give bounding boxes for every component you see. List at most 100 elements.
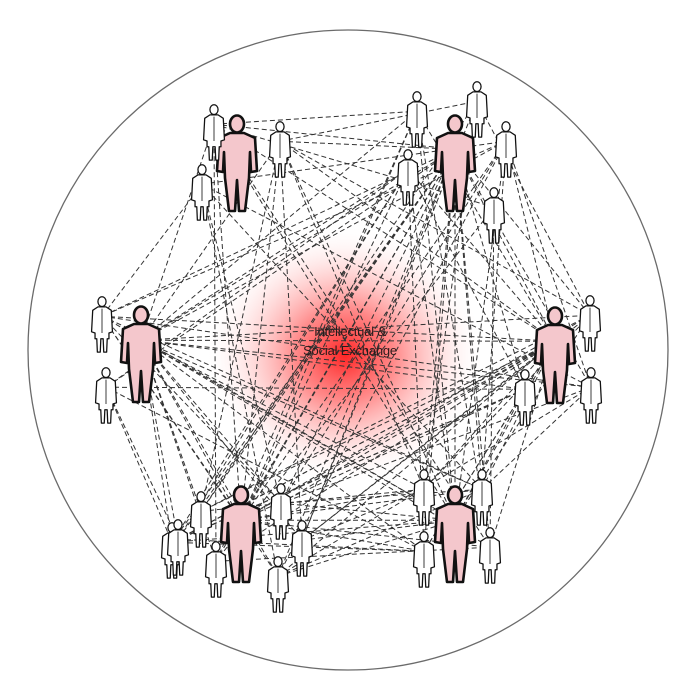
dashed-link xyxy=(277,149,456,577)
dashed-link xyxy=(140,339,282,504)
dashed-link xyxy=(140,339,425,490)
dashed-link xyxy=(301,149,456,541)
dashed-link xyxy=(476,101,591,316)
dashed-link xyxy=(140,340,242,521)
dashed-link xyxy=(416,111,456,521)
dashed-link xyxy=(140,148,456,341)
dashed-link xyxy=(301,519,456,541)
dashed-link xyxy=(140,339,483,490)
dashed-link xyxy=(105,387,179,540)
person-member-figure xyxy=(494,121,518,178)
dashed-link xyxy=(105,168,409,388)
person-member-figure xyxy=(482,187,506,244)
dashed-link xyxy=(454,149,556,342)
dashed-link xyxy=(171,148,456,543)
dashed-link xyxy=(279,141,303,541)
dashed-link xyxy=(215,340,556,562)
dashed-link xyxy=(213,123,556,342)
dashed-link xyxy=(140,339,592,388)
dashed-link xyxy=(101,315,592,388)
dashed-link xyxy=(140,340,202,512)
dashed-link xyxy=(105,148,456,388)
dashed-link xyxy=(481,141,507,490)
person-member-figure xyxy=(579,367,603,424)
dashed-link xyxy=(105,386,526,390)
dashed-link xyxy=(171,168,409,543)
person-lead-figure xyxy=(533,306,577,405)
dashed-link xyxy=(177,168,409,540)
dashed-link xyxy=(240,314,591,521)
dashed-link xyxy=(140,168,409,341)
person-member-figure xyxy=(266,556,290,613)
person-member-figure xyxy=(578,295,602,352)
person-lead-figure xyxy=(433,114,477,213)
dashed-link xyxy=(171,519,456,543)
person-member-figure xyxy=(190,164,214,221)
dashed-link xyxy=(215,111,418,562)
person-lead-figure xyxy=(119,305,163,404)
person-member-figure xyxy=(290,520,314,577)
dashed-link xyxy=(407,169,526,390)
dashed-link xyxy=(454,389,526,521)
dashed-link xyxy=(105,387,173,543)
dashed-link xyxy=(215,148,456,562)
dashed-link xyxy=(240,340,556,521)
dashed-link xyxy=(240,169,409,521)
dashed-link xyxy=(481,386,592,490)
person-member-figure xyxy=(465,81,489,138)
dashed-link xyxy=(279,141,425,490)
person-member-figure xyxy=(405,91,429,148)
dashed-link xyxy=(200,100,478,512)
dashed-link xyxy=(200,314,591,512)
person-member-figure xyxy=(470,469,494,526)
dashed-link xyxy=(101,183,203,317)
dashed-link xyxy=(140,140,507,341)
dashed-link xyxy=(280,340,556,504)
dashed-link xyxy=(140,339,556,342)
person-member-figure xyxy=(513,369,537,426)
dashed-link xyxy=(240,488,425,521)
person-member-figure xyxy=(166,519,190,576)
dashed-link xyxy=(301,488,425,541)
person-lead-figure xyxy=(219,485,263,584)
person-member-figure xyxy=(268,121,292,178)
dashed-link xyxy=(240,149,456,521)
dashed-link xyxy=(140,339,491,548)
dashed-link xyxy=(201,184,279,577)
dashed-link xyxy=(505,141,556,342)
dashed-link xyxy=(140,339,456,521)
person-member-figure xyxy=(412,469,436,526)
person-member-figure xyxy=(478,527,502,584)
dashed-link xyxy=(140,124,215,341)
dashed-link xyxy=(200,141,281,512)
dashed-link xyxy=(140,339,303,541)
dashed-link xyxy=(215,206,495,562)
dashed-link xyxy=(200,488,425,512)
boundary-circle xyxy=(27,29,669,671)
dashed-link xyxy=(105,386,425,552)
dashed-link xyxy=(280,140,507,504)
person-member-figure xyxy=(412,531,436,588)
dashed-link xyxy=(277,141,507,577)
dashed-link xyxy=(140,110,418,341)
dashed-link xyxy=(240,519,425,552)
dashed-link xyxy=(201,140,507,185)
dashed-link xyxy=(240,140,507,521)
dashed-link xyxy=(101,315,483,490)
dashed-link xyxy=(423,340,556,490)
dashed-link xyxy=(213,123,456,521)
person-lead-figure xyxy=(215,114,259,213)
dashed-link xyxy=(279,100,478,142)
dashed-link xyxy=(101,315,556,342)
dashed-link xyxy=(277,386,592,577)
dashed-link xyxy=(200,340,556,512)
dashed-link xyxy=(201,183,592,388)
person-member-figure xyxy=(90,296,114,353)
dashed-link xyxy=(279,140,591,316)
dashed-link xyxy=(140,314,591,341)
dashed-link xyxy=(454,148,591,316)
dashed-link xyxy=(280,488,483,504)
dashed-link xyxy=(140,339,425,552)
dashed-link xyxy=(140,140,281,341)
